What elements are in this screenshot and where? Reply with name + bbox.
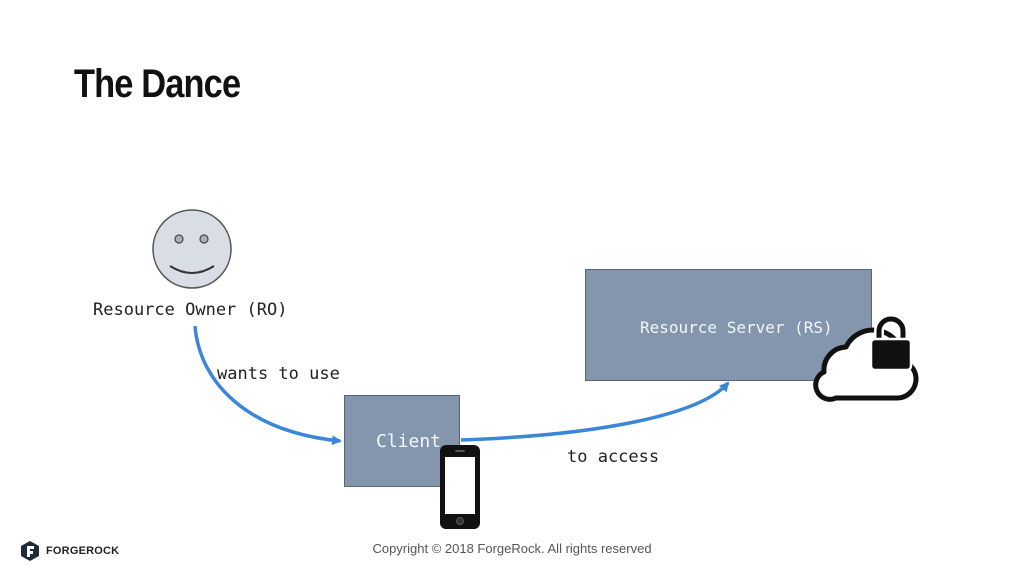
smiley-face-icon [152,209,232,289]
forgerock-logo-icon [21,541,39,561]
forgerock-wordmark: FORGEROCK [46,545,120,557]
resource-server-label: Resource Server (RS) [640,318,833,337]
smartphone-icon [440,445,480,529]
copyright-footer: Copyright © 2018 ForgeRock. All rights r… [372,541,652,556]
edge-label-wants-to-use: wants to use [217,364,340,384]
arrow-client-to-server [460,381,730,442]
slide-title: The Dance [74,62,241,106]
edge-label-to-access: to access [567,447,660,467]
cloud-lock-icon [813,314,919,402]
arrow-owner-to-client [193,325,342,446]
resource-owner-label: Resource Owner (RO) [93,300,288,320]
client-label: Client [376,431,442,452]
